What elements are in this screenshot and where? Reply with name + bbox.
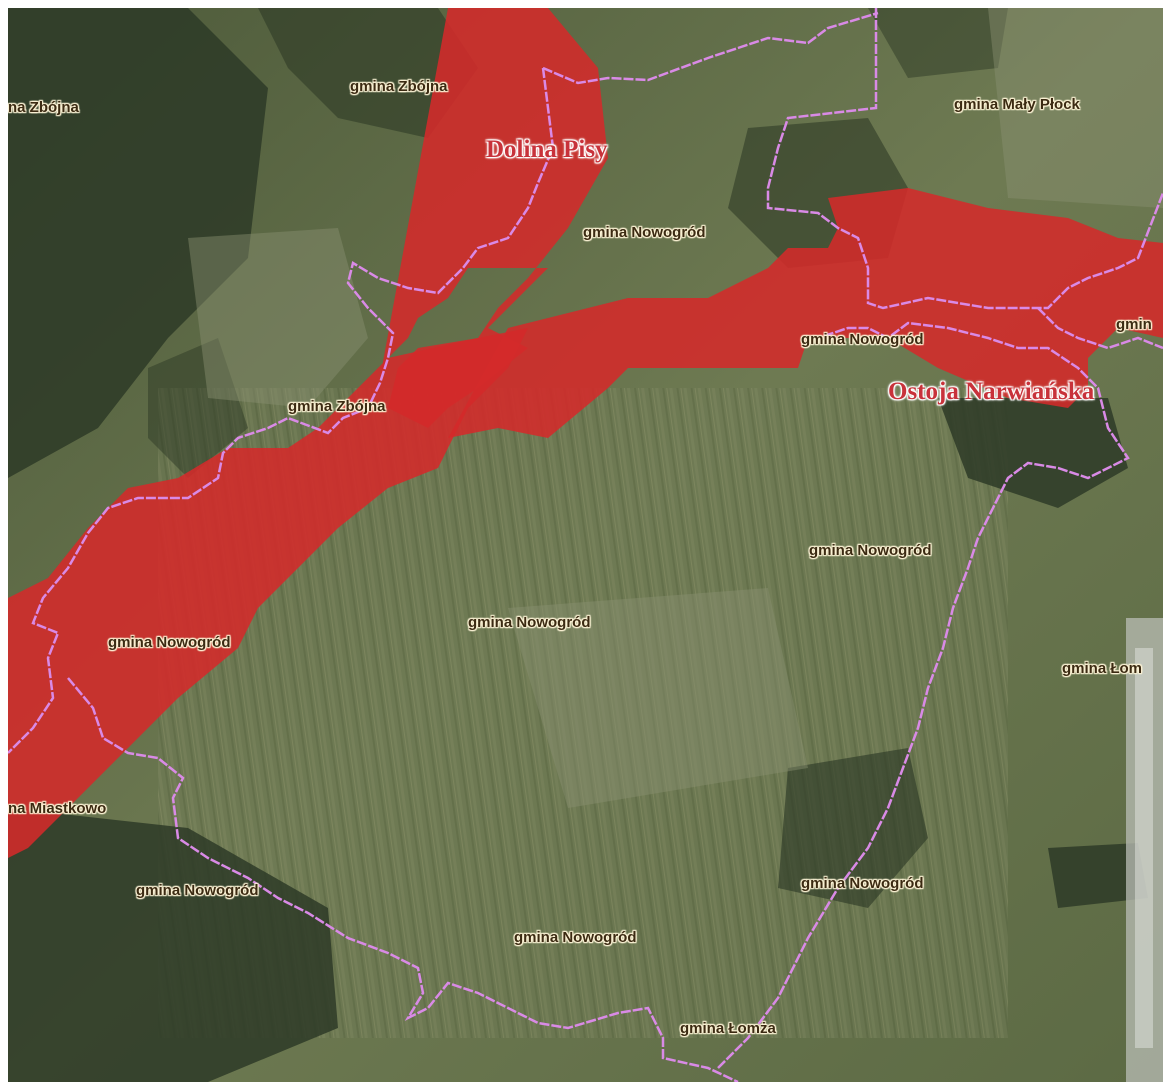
protected-area-polygons [8, 8, 1163, 858]
gmina-label: gmina Nowogród [583, 224, 706, 241]
gmina-label: gmina Łom [1062, 660, 1143, 677]
gmina-label: gmina Nowogród [801, 875, 924, 892]
gmina-label: gmina Nowogród [136, 882, 259, 899]
gmina-label: gmina Nowogród [514, 929, 637, 946]
gmina-label: gmina Zbójna [350, 78, 448, 95]
gmina-label: na Miastkowo [8, 800, 107, 817]
gmina-label: gmina Nowogród [801, 331, 924, 348]
gmina-label: gmina Mały Płock [954, 96, 1080, 113]
protected-area-label-ostoja-narwianska: Ostoja Narwiańska [888, 378, 1095, 405]
gmina-label: gmina Nowogród [108, 634, 231, 651]
admin-boundaries [8, 8, 1163, 1082]
gmina-label: gmina Nowogród [809, 542, 932, 559]
map-viewport[interactable]: Dolina Pisy Ostoja Narwiańska na Zbójna … [8, 8, 1163, 1082]
satellite-layer [8, 8, 1163, 1082]
gmina-label: gmina Nowogród [468, 614, 591, 631]
gmina-label: gmin [1116, 316, 1152, 333]
gmina-label: gmina Zbójna [288, 398, 386, 415]
protected-area-label-dolina-pisy: Dolina Pisy [486, 136, 608, 163]
gmina-label: na Zbójna [8, 99, 79, 116]
gmina-label: gmina Łomża [680, 1020, 776, 1037]
